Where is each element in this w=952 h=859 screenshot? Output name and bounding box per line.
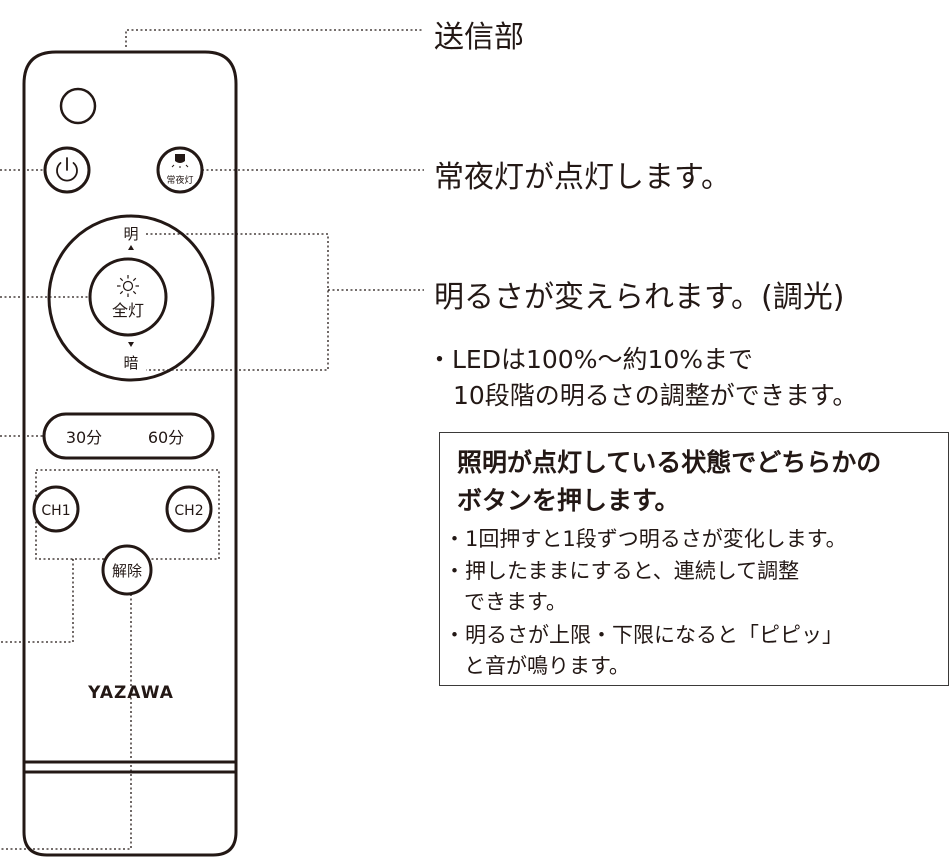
night-light-label: 常夜灯 (166, 174, 193, 186)
ch1-label: CH1 (41, 503, 70, 519)
note-item: ・1回押すと1段ずつ明るさが変化します。 (444, 527, 847, 551)
transmitter-window (59, 87, 97, 125)
leader-transmitter (125, 29, 424, 47)
leader-release (0, 594, 132, 850)
note-title-line1: 照明が点灯している状態でどちらかの (457, 448, 882, 477)
note-item: できます。 (464, 590, 567, 614)
full-light-button[interactable]: 全灯 (88, 257, 168, 337)
timer-buttons[interactable]: 30分 60分 (42, 412, 215, 460)
sun-icon (117, 275, 139, 297)
brightness-note-line1: ・LEDは100%～約10%まで (427, 345, 754, 374)
dial-up-arrow-icon (128, 245, 134, 250)
full-light-label: 全灯 (112, 301, 144, 320)
brightness-callout: 明るさが変えられます。(調光) (434, 280, 845, 315)
note-item: ・明るさが上限・下限になると「ピピッ」 (444, 623, 843, 647)
timer-60-label: 60分 (148, 428, 184, 447)
power-icon (56, 157, 78, 182)
dial-dim-label: 暗 (123, 354, 138, 372)
ch2-label: CH2 (174, 503, 203, 519)
timer-30-label: 30分 (66, 428, 102, 447)
transmitter-callout: 送信部 (434, 20, 524, 55)
brand-logo: YAZAWA (87, 683, 174, 703)
leader-lines (0, 29, 424, 850)
brightness-note-line2: 10段階の明るさの調整ができます。 (453, 381, 858, 410)
note-item: と音が鳴ります。 (464, 654, 630, 678)
operation-note-box: 照明が点灯している状態でどちらかの ボタンを押します。 ・1回押すと1段ずつ明る… (439, 432, 949, 686)
release-label: 解除 (112, 562, 142, 580)
release-button[interactable]: 解除 (101, 544, 153, 596)
night-light-button[interactable]: 常夜灯 (156, 146, 204, 194)
night-light-callout: 常夜灯が点灯します。 (434, 160, 731, 195)
power-button[interactable] (43, 146, 91, 194)
dial-bright-label: 明 (123, 225, 138, 243)
note-item: ・押したままにすると、連続して調整 (444, 559, 800, 583)
leader-dial-bracket (146, 233, 329, 371)
dial-down-arrow-icon (128, 342, 134, 347)
leader-channel (0, 559, 74, 643)
ch1-button[interactable]: CH1 (32, 485, 80, 533)
night-light-icon (171, 154, 189, 168)
note-title-line2: ボタンを押します。 (457, 486, 680, 515)
ch2-button[interactable]: CH2 (165, 485, 213, 533)
